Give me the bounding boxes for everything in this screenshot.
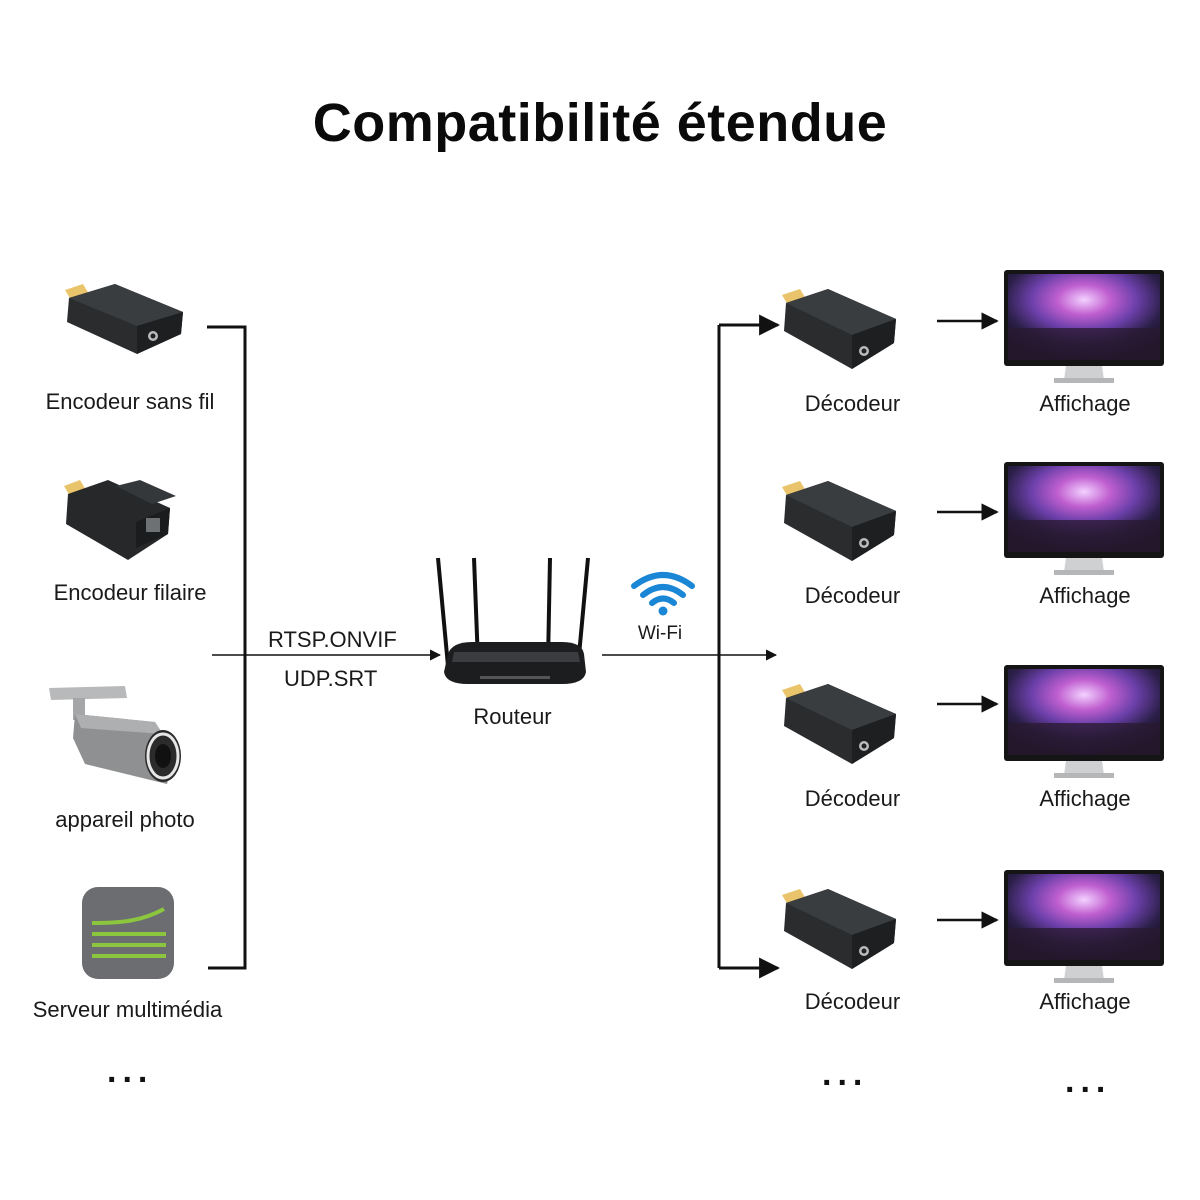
wireless-encoder-icon	[55, 282, 190, 372]
router-icon	[432, 554, 597, 694]
ip-camera-icon	[45, 684, 190, 794]
display-monitor-icon	[1004, 870, 1164, 995]
source-label-wired-encoder: Encodeur filaire	[53, 580, 207, 605]
display-monitor-icon	[1004, 270, 1164, 395]
protocol-line-2: UDP.SRT	[284, 666, 378, 691]
source-bracket	[207, 325, 247, 970]
display-label: Affichage	[1039, 989, 1131, 1014]
display-monitor-icon	[1004, 665, 1164, 790]
media-server-icon	[82, 887, 174, 984]
source-label-camera: appareil photo	[55, 807, 195, 832]
display-label: Affichage	[1039, 391, 1131, 416]
decoder-icon	[778, 475, 903, 575]
decoder-label: Décodeur	[804, 583, 901, 608]
source-label-wireless-encoder: Encodeur sans fil	[45, 389, 215, 414]
sources-more: ...	[107, 1052, 154, 1090]
display-monitor-icon	[1004, 462, 1164, 587]
wired-encoder-icon	[58, 472, 183, 572]
decoder-icon	[778, 283, 903, 383]
decoder-icon	[778, 883, 903, 983]
wifi-label: Wi-Fi	[637, 623, 683, 644]
display-label: Affichage	[1039, 786, 1131, 811]
display-label: Affichage	[1039, 583, 1131, 608]
router-label: Routeur	[473, 704, 552, 729]
decoder-label: Décodeur	[804, 391, 901, 416]
page-title: Compatibilité étendue	[312, 93, 888, 153]
displays-more: ...	[1065, 1062, 1112, 1100]
source-label-media-server: Serveur multimédia	[32, 997, 223, 1022]
protocol-line-1: RTSP.ONVIF	[268, 627, 397, 652]
decoder-icon	[778, 678, 903, 778]
decoders-more: ...	[822, 1055, 869, 1093]
decoder-label: Décodeur	[804, 989, 901, 1014]
decoder-label: Décodeur	[804, 786, 901, 811]
wifi-icon	[630, 570, 696, 621]
